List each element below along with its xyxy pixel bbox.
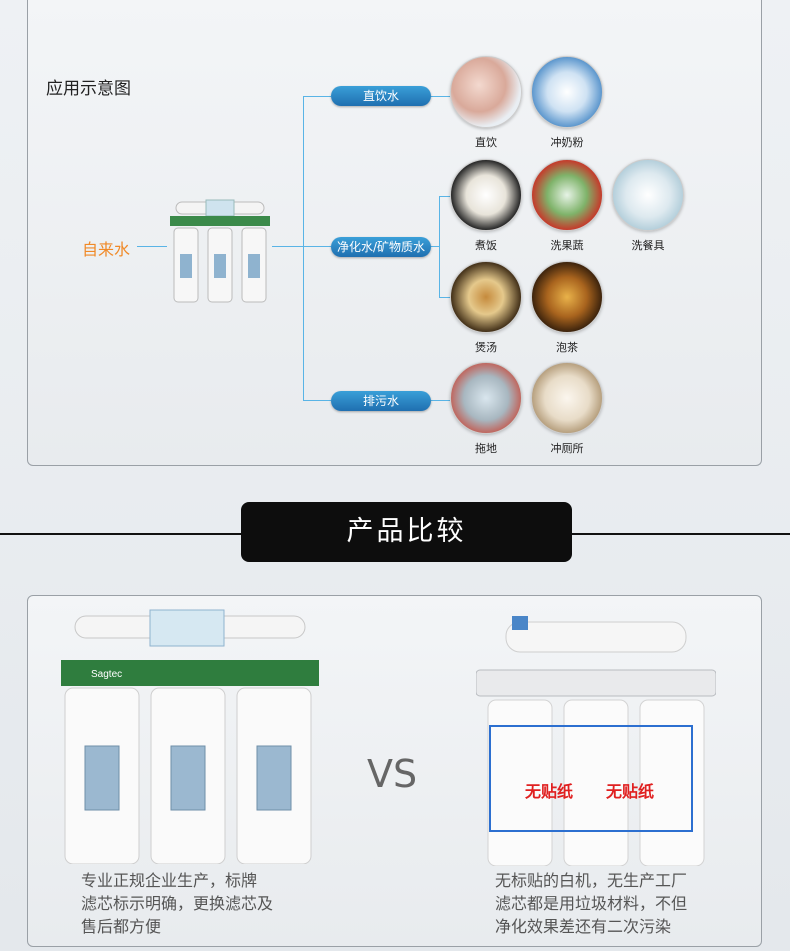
no-label-highlight-box	[489, 725, 693, 832]
vs-label: VS	[367, 752, 418, 796]
no-label-text-2: 无贴纸	[606, 782, 655, 801]
diagram-heading: 应用示意图	[46, 79, 131, 99]
connector-line	[430, 400, 450, 401]
branch-pill-waste-water: 排污水	[331, 391, 431, 411]
unbranded-description: 无标贴的白机，无生产工厂 滤芯都是用垃圾材料，不但 净化效果差还有二次污染	[495, 871, 688, 936]
usage-item-wash-dishes: 洗餐具	[611, 159, 685, 253]
usage-item-soup: 煲汤	[449, 261, 523, 355]
application-diagram-panel	[27, 0, 762, 466]
section-title: 产品比较	[241, 502, 572, 562]
tea-photo	[531, 261, 603, 333]
branch-pill-purified-water: 净化水/矿物质水	[331, 237, 431, 257]
connector-line	[439, 297, 451, 298]
usage-item-baby-formula: 冲奶粉	[530, 56, 604, 150]
branch-pill-direct-drink: 直饮水	[331, 86, 431, 106]
branded-description: 专业正规企业生产，标牌 滤芯标示明确，更换滤芯及 售后都方便	[81, 871, 274, 936]
soup-photo	[450, 261, 522, 333]
connector-line	[303, 400, 331, 401]
dishes-photo	[612, 159, 684, 231]
usage-item-wash-vegetables: 洗果蔬	[530, 159, 604, 253]
usage-item-flush-toilet: 冲厕所	[530, 362, 604, 456]
connector-line	[272, 246, 304, 247]
vegetables-photo	[531, 159, 603, 231]
usage-item-cook-rice: 煮饭	[449, 159, 523, 253]
toilet-photo	[531, 362, 603, 434]
connector-line	[303, 96, 331, 97]
rice-photo	[450, 159, 522, 231]
connector-line	[137, 246, 167, 247]
connector-line	[439, 196, 440, 297]
drinking-photo	[450, 56, 522, 128]
unbranded-filter-image	[476, 616, 716, 866]
svg-text:Sagtec: Sagtec	[91, 669, 122, 680]
baby-formula-photo	[531, 56, 603, 128]
usage-item-direct-drink: 直饮	[449, 56, 523, 150]
filter-product-small-image	[170, 199, 270, 303]
usage-item-tea: 泡茶	[530, 261, 604, 355]
branded-filter-image: Sagtec	[61, 609, 319, 864]
connector-line	[439, 196, 451, 197]
connector-line	[430, 96, 450, 97]
connector-line	[303, 96, 304, 401]
source-tap-water-label: 自来水	[82, 240, 131, 259]
usage-item-mop-floor: 拖地	[449, 362, 523, 456]
connector-line	[303, 246, 331, 247]
connector-line	[430, 246, 440, 247]
no-label-text-1: 无贴纸	[525, 782, 574, 801]
mopping-photo	[450, 362, 522, 434]
